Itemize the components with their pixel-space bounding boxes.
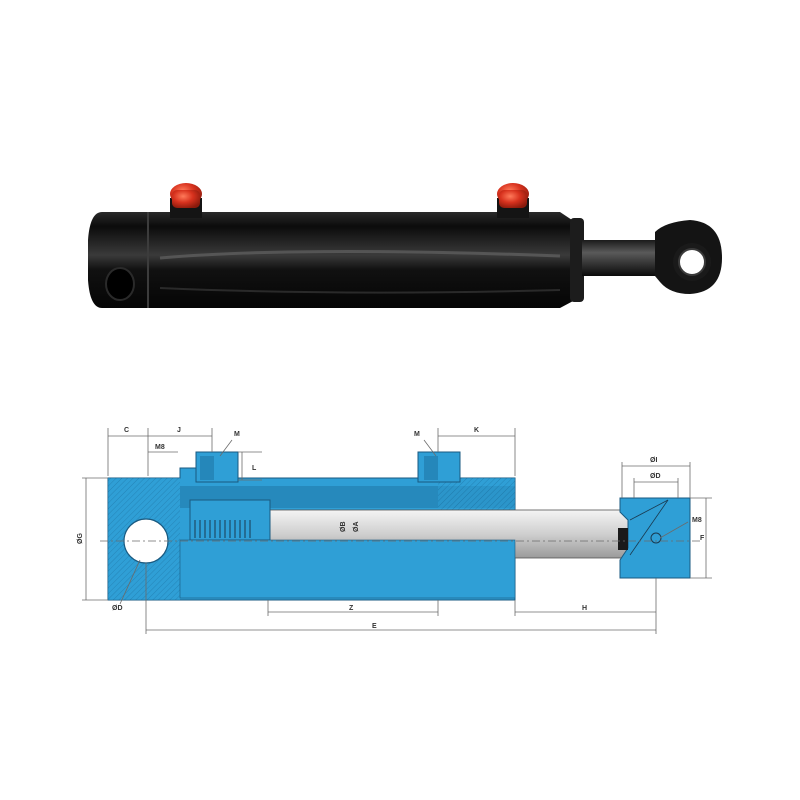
dim-label-h: H: [582, 605, 587, 612]
dim-label-og: ØG: [77, 533, 84, 544]
dim-label-oi: ØI: [650, 457, 657, 464]
dim-label-m-right: M: [414, 431, 420, 438]
dim-label-od-top: ØD: [650, 473, 661, 480]
port-right: [497, 183, 529, 218]
dim-label-m8-left: M8: [155, 444, 165, 451]
dim-label-od-bottom: ØD: [112, 605, 123, 612]
cylinder-photo: [88, 183, 722, 308]
piston-rod: [582, 240, 662, 276]
section-rod-eye: [619, 497, 691, 579]
base-pin-hole: [105, 267, 135, 301]
dim-label-oa: ØA: [353, 522, 360, 533]
cylinder-barrel: [88, 212, 578, 308]
dim-label-e: E: [372, 623, 377, 630]
dim-label-m8-right: M8: [692, 517, 702, 524]
dim-label-k: K: [474, 427, 479, 434]
section-drawing: C J M M8 L M K ØI ØD M8 F ØG ØB ØA ØD Z …: [77, 427, 712, 634]
section-base-hole: [123, 518, 169, 564]
dim-label-l: L: [252, 465, 257, 472]
dim-label-z: Z: [349, 605, 354, 612]
dim-label-ob: ØB: [340, 522, 347, 533]
dim-label-c: C: [124, 427, 129, 434]
dim-label-j: J: [177, 427, 181, 434]
dim-label-m-left: M: [234, 431, 240, 438]
port-left: [170, 183, 202, 218]
dim-label-f: F: [700, 535, 705, 542]
